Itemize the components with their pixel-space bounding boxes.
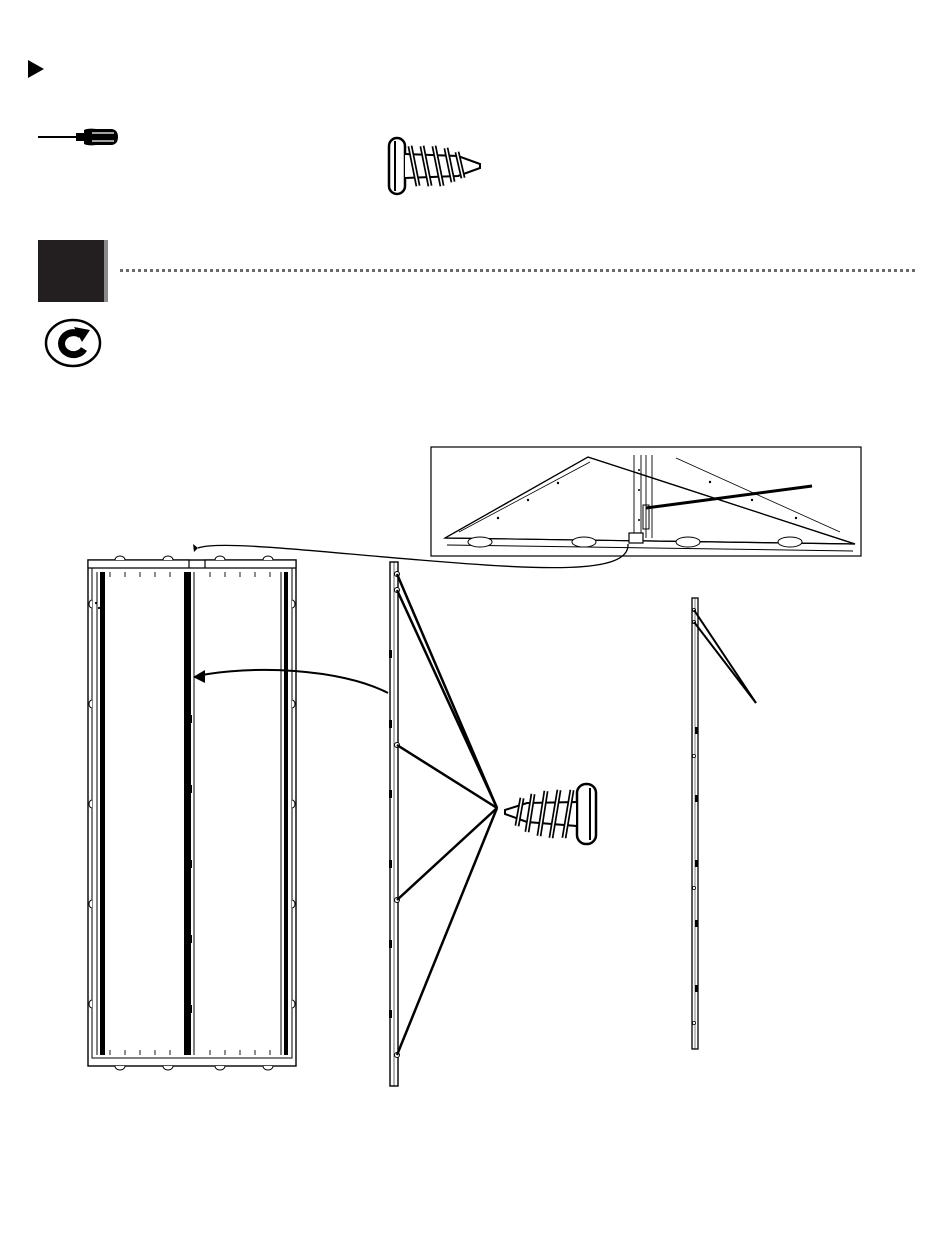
strip-side-view-small (692, 598, 756, 1049)
strip-side-view (389, 562, 497, 1086)
screw-callout-icon (505, 784, 596, 844)
panel-assembly (88, 556, 296, 1070)
detail-inset (431, 447, 861, 556)
